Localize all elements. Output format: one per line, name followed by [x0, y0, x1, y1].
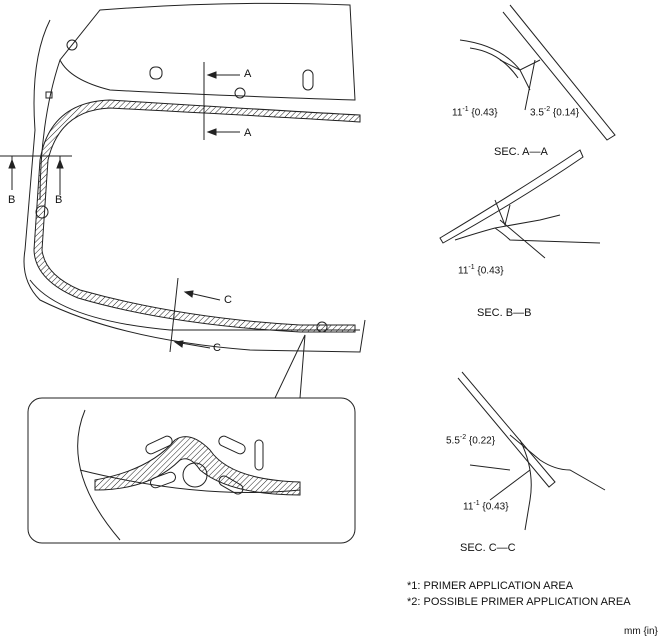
section-b-sketch	[439, 149, 601, 259]
section-line-b	[0, 155, 72, 195]
dimension-a-1: 11-1 {0.43}	[452, 106, 498, 119]
liftgate-body-outline	[23, 2, 366, 353]
primer-band	[33, 99, 361, 333]
note-primer: *1: PRIMER APPLICATION AREA	[407, 580, 574, 592]
dimension-c-2: 11-1 {0.43}	[463, 500, 509, 513]
section-title-c: SEC. C—C	[460, 542, 516, 554]
dimension-b-1: 11-1 {0.43}	[458, 264, 504, 277]
dimension-a-2: 3.5-2 {0.14}	[530, 106, 580, 119]
units-label: mm {in}	[624, 626, 658, 637]
section-label-b-left: B	[8, 194, 16, 206]
section-label-a-bottom: A	[244, 127, 252, 139]
detail-callout-box	[27, 397, 356, 544]
note-possible-primer: *2: POSSIBLE PRIMER APPLICATION AREA	[407, 596, 631, 608]
section-label-b-right: B	[55, 194, 63, 206]
section-label-a-top: A	[244, 68, 252, 80]
section-title-a: SEC. A—A	[494, 146, 548, 158]
section-label-c-top: C	[224, 294, 232, 306]
dimension-c-1: 5.5-2 {0.22}	[446, 434, 496, 447]
section-a-sketch	[459, 4, 616, 141]
section-line-c	[169, 277, 221, 353]
section-c-sketch	[457, 371, 606, 531]
section-line-a	[203, 62, 240, 140]
section-title-b: SEC. B—B	[477, 307, 532, 319]
section-label-c-bottom: C	[213, 342, 221, 354]
